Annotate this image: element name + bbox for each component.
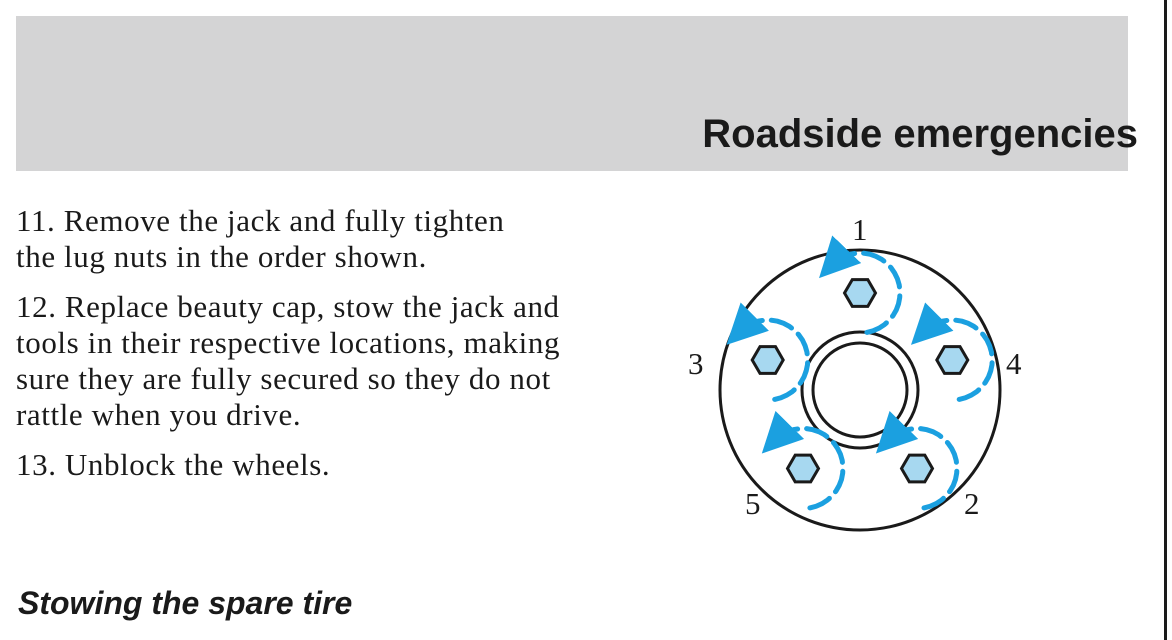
step-12: 12. Replace beauty cap, stow the jack an… bbox=[16, 289, 561, 432]
header-band bbox=[16, 16, 1128, 171]
instruction-steps: 11. Remove the jack and fully tighten th… bbox=[16, 203, 606, 497]
lug-order-label-2: 2 bbox=[964, 486, 980, 521]
tighten-arrow-1 bbox=[819, 235, 903, 335]
lug-nut-1 bbox=[842, 278, 878, 308]
lug-order-label-5: 5 bbox=[745, 486, 761, 521]
lug-order-label-1: 1 bbox=[852, 212, 868, 247]
lug-nut-3 bbox=[750, 345, 785, 375]
tighten-arrow-2 bbox=[875, 410, 960, 511]
hub-inner-ring bbox=[811, 341, 909, 439]
hub-outer-ring bbox=[800, 330, 920, 450]
tighten-arrow-4 bbox=[910, 302, 995, 402]
lug-nut-4 bbox=[935, 345, 970, 375]
lug-order-label-3: 3 bbox=[688, 346, 704, 381]
lug-nut-tightening-diagram: 1 2 3 4 5 bbox=[688, 212, 1022, 532]
section-title: Roadside emergencies bbox=[702, 112, 1138, 156]
tighten-arrow-3 bbox=[726, 302, 811, 402]
lug-nut-5 bbox=[785, 453, 821, 484]
lug-order-label-4: 4 bbox=[1006, 346, 1022, 381]
step-11: 11. Remove the jack and fully tighten th… bbox=[16, 203, 505, 274]
tighten-arrow-5 bbox=[761, 410, 846, 511]
subheading-stowing-spare-tire: Stowing the spare tire bbox=[18, 585, 353, 621]
step-13: 13. Unblock the wheels. bbox=[16, 447, 331, 482]
lug-nut-2 bbox=[899, 453, 935, 484]
page-edge-rule bbox=[1164, 0, 1167, 640]
